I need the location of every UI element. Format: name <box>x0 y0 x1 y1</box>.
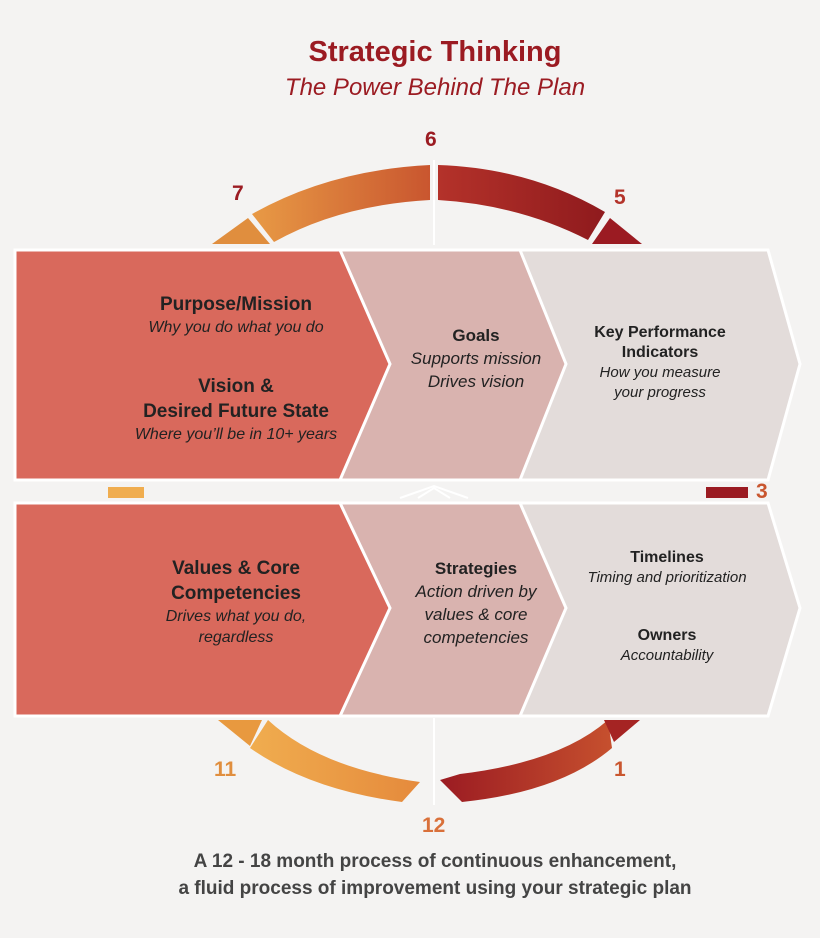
vision-heading-line1: Vision & <box>198 376 274 397</box>
strategies-block: Strategies Action driven by values & cor… <box>394 557 558 649</box>
ring-segment-6-5 <box>438 165 605 240</box>
goals-desc-line1: Supports mission <box>410 349 542 368</box>
kpi-heading-line1: Key Performance <box>594 324 726 341</box>
step-number-1: 1 <box>614 758 626 781</box>
kpi-desc-line2: your progress <box>614 384 706 401</box>
strategies-desc-line1: Action driven by <box>415 582 537 601</box>
step-number-5: 5 <box>614 186 626 209</box>
step-number-7: 7 <box>232 182 244 205</box>
ring-segment-7-6 <box>252 165 430 242</box>
values-heading-line1: Values & Core <box>172 558 300 579</box>
footer-caption: A 12 - 18 month process of continuous en… <box>0 848 820 902</box>
marker-left <box>108 487 144 498</box>
kpi-heading-line2: Indicators <box>621 344 699 361</box>
owners-heading: Owners <box>637 627 697 644</box>
ring-segment-7 <box>212 218 270 244</box>
timelines-heading: Timelines <box>630 549 704 566</box>
kpi-desc-line1: How you measure <box>599 364 721 381</box>
purpose-desc: Why you do what you do <box>148 319 324 336</box>
owners-block: Owners Accountability <box>562 626 772 666</box>
vision-desc: Where you’ll be in 10+ years <box>134 426 338 443</box>
owners-desc: Accountability <box>620 647 714 664</box>
vision-heading-line2: Desired Future State <box>143 401 329 422</box>
purpose-mission-block: Purpose/Mission Why you do what you do <box>100 292 372 338</box>
goals-heading: Goals <box>452 326 500 345</box>
values-heading-line2: Competencies <box>171 583 301 604</box>
goals-block: Goals Supports mission Drives vision <box>396 324 556 393</box>
center-gap-lines <box>399 484 469 499</box>
goals-desc-line2: Drives vision <box>427 372 525 391</box>
values-desc-line2: regardless <box>198 629 274 646</box>
ring-segment-11 <box>218 720 262 746</box>
purpose-heading: Purpose/Mission <box>159 294 313 315</box>
vision-block: Vision & Desired Future State Where you’… <box>90 374 382 445</box>
step-number-6: 6 <box>425 128 437 151</box>
page-title: Strategic Thinking <box>308 36 562 68</box>
values-block: Values & Core Competencies Drives what y… <box>110 556 362 648</box>
step-number-12: 12 <box>422 814 446 837</box>
ring-segment-1 <box>604 720 640 742</box>
strategies-desc-line3: competencies <box>423 628 529 647</box>
values-desc-line1: Drives what you do, <box>165 608 307 625</box>
strategies-desc-line2: values & core <box>424 605 528 624</box>
page-subtitle: The Power Behind The Plan <box>284 74 586 101</box>
strategies-heading: Strategies <box>434 559 518 578</box>
footer-line2: a fluid process of improvement using you… <box>178 878 692 899</box>
ring-segment-5 <box>592 218 642 244</box>
kpi-block: Key Performance Indicators How you measu… <box>570 323 750 403</box>
step-number-3: 3 <box>756 480 768 503</box>
marker-right <box>706 487 748 498</box>
ring-segment-1-12-arrow <box>440 720 612 802</box>
timelines-block: Timelines Timing and prioritization <box>562 548 772 588</box>
ring-segment-11-12 <box>250 720 420 802</box>
panel-purpose-vision <box>13 248 392 482</box>
timelines-desc: Timing and prioritization <box>587 569 747 586</box>
step-number-11: 11 <box>214 758 237 781</box>
footer-line1: A 12 - 18 month process of continuous en… <box>193 851 677 872</box>
panel-values <box>13 501 392 718</box>
